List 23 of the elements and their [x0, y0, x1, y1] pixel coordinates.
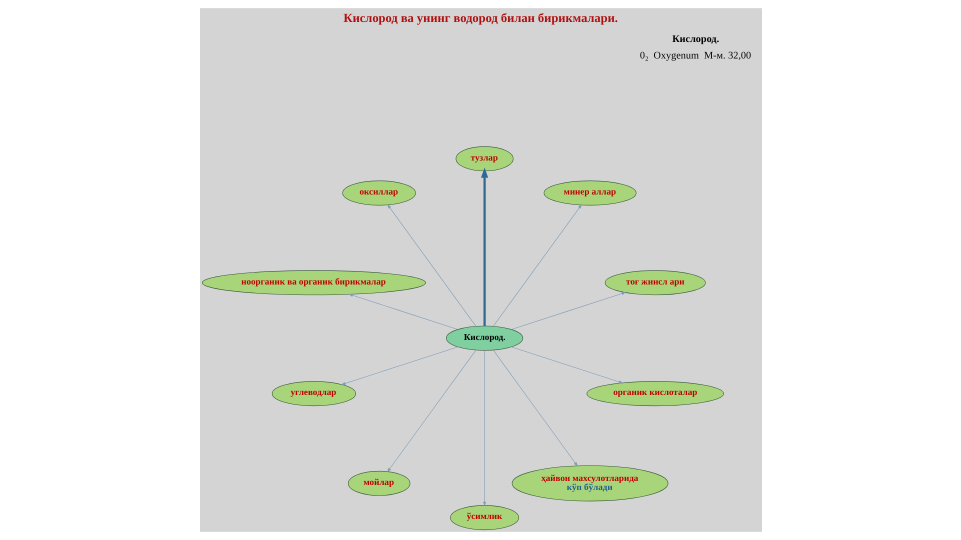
label: 0₂	[639, 50, 648, 62]
arrow	[482, 350, 486, 506]
arrow	[386, 350, 476, 472]
node-ellipse: оксиллар	[342, 180, 416, 206]
label: Oxygenum	[653, 50, 698, 62]
arrow	[348, 294, 458, 330]
node-ellipse: ҳайвон махсулотларида кўп бўлади	[511, 465, 668, 502]
node-ellipse: ўсимлик	[450, 505, 519, 530]
arrow	[510, 292, 626, 330]
arrow	[492, 350, 578, 466]
arrow	[386, 204, 476, 327]
arrow	[480, 168, 488, 326]
node-ellipse: минер аллар	[543, 180, 636, 206]
label: Кислород.	[672, 34, 719, 45]
diagram-title: Кислород ва унинг водород билан бирикмалари.	[343, 11, 618, 26]
node-ellipse: мойлар	[347, 470, 410, 496]
node-ellipse: тузлар	[455, 146, 514, 172]
label: М-м. 32,00	[704, 50, 751, 62]
node-ellipse: Кислород.	[446, 326, 523, 351]
arrow	[510, 346, 623, 384]
node-ellipse: ноорганик ва органик бирикмалар	[201, 270, 426, 296]
arrow	[340, 346, 458, 385]
arrow	[492, 204, 582, 327]
